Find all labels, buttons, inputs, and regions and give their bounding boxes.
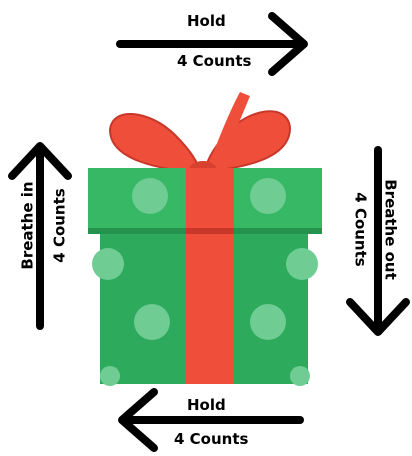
top-arrow — [116, 12, 308, 76]
top-hold-label: Hold — [187, 12, 226, 30]
bottom-arrow — [118, 388, 304, 452]
bow-tail — [206, 92, 250, 174]
gift-box — [88, 92, 322, 386]
right-arrow — [346, 146, 410, 336]
ribbon-vertical — [186, 168, 234, 384]
left-arrow — [8, 142, 72, 330]
bottom-count-label: 4 Counts — [174, 430, 249, 448]
bow-right-loop — [203, 110, 292, 174]
left-count-label: 4 Counts — [50, 188, 69, 263]
bow-left-loop — [108, 113, 202, 174]
polka-dots — [92, 178, 318, 386]
bottom-hold-label: Hold — [187, 396, 226, 414]
breathe-out-label: Breathe out — [381, 179, 400, 280]
breathe-in-label: Breathe in — [18, 181, 37, 270]
right-count-label: 4 Counts — [351, 192, 370, 267]
top-count-label: 4 Counts — [177, 52, 252, 70]
